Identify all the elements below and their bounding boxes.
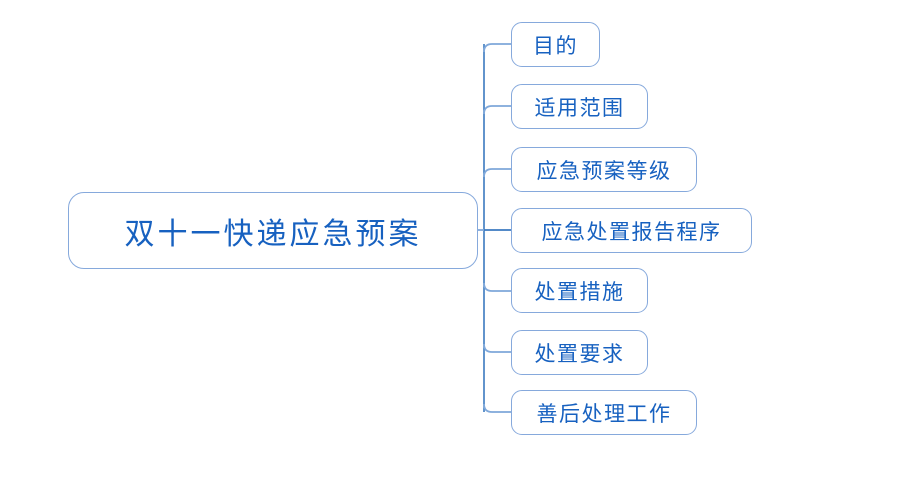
branch-line-5: [483, 282, 511, 292]
branch-node-reporting-procedure[interactable]: 应急处置报告程序: [511, 208, 752, 253]
branch-line-7: [483, 403, 511, 413]
branch-node-label: 善后处理工作: [536, 401, 672, 426]
branch-node-label: 处置措施: [534, 279, 625, 304]
branch-node-label: 应急处置报告程序: [541, 219, 722, 244]
branch-node-purpose[interactable]: 目的: [511, 22, 600, 67]
root-node-label: 双十一快递应急预案: [124, 216, 422, 252]
branch-node-measures[interactable]: 处置措施: [511, 268, 648, 313]
branch-node-label: 目的: [533, 33, 578, 58]
branch-node-aftermath[interactable]: 善后处理工作: [511, 390, 697, 435]
branch-line-1: [483, 43, 511, 53]
branch-line-6: [483, 343, 511, 353]
branch-node-label: 处置要求: [534, 341, 625, 366]
branch-line-3: [483, 168, 511, 178]
branch-node-scope[interactable]: 适用范围: [511, 84, 648, 129]
root-node[interactable]: 双十一快递应急预案: [68, 192, 478, 269]
branch-node-requirements[interactable]: 处置要求: [511, 330, 648, 375]
branch-node-label: 应急预案等级: [536, 158, 672, 183]
branch-node-plan-levels[interactable]: 应急预案等级: [511, 147, 697, 192]
branch-line-2: [483, 105, 511, 115]
branch-node-label: 适用范围: [534, 95, 625, 120]
